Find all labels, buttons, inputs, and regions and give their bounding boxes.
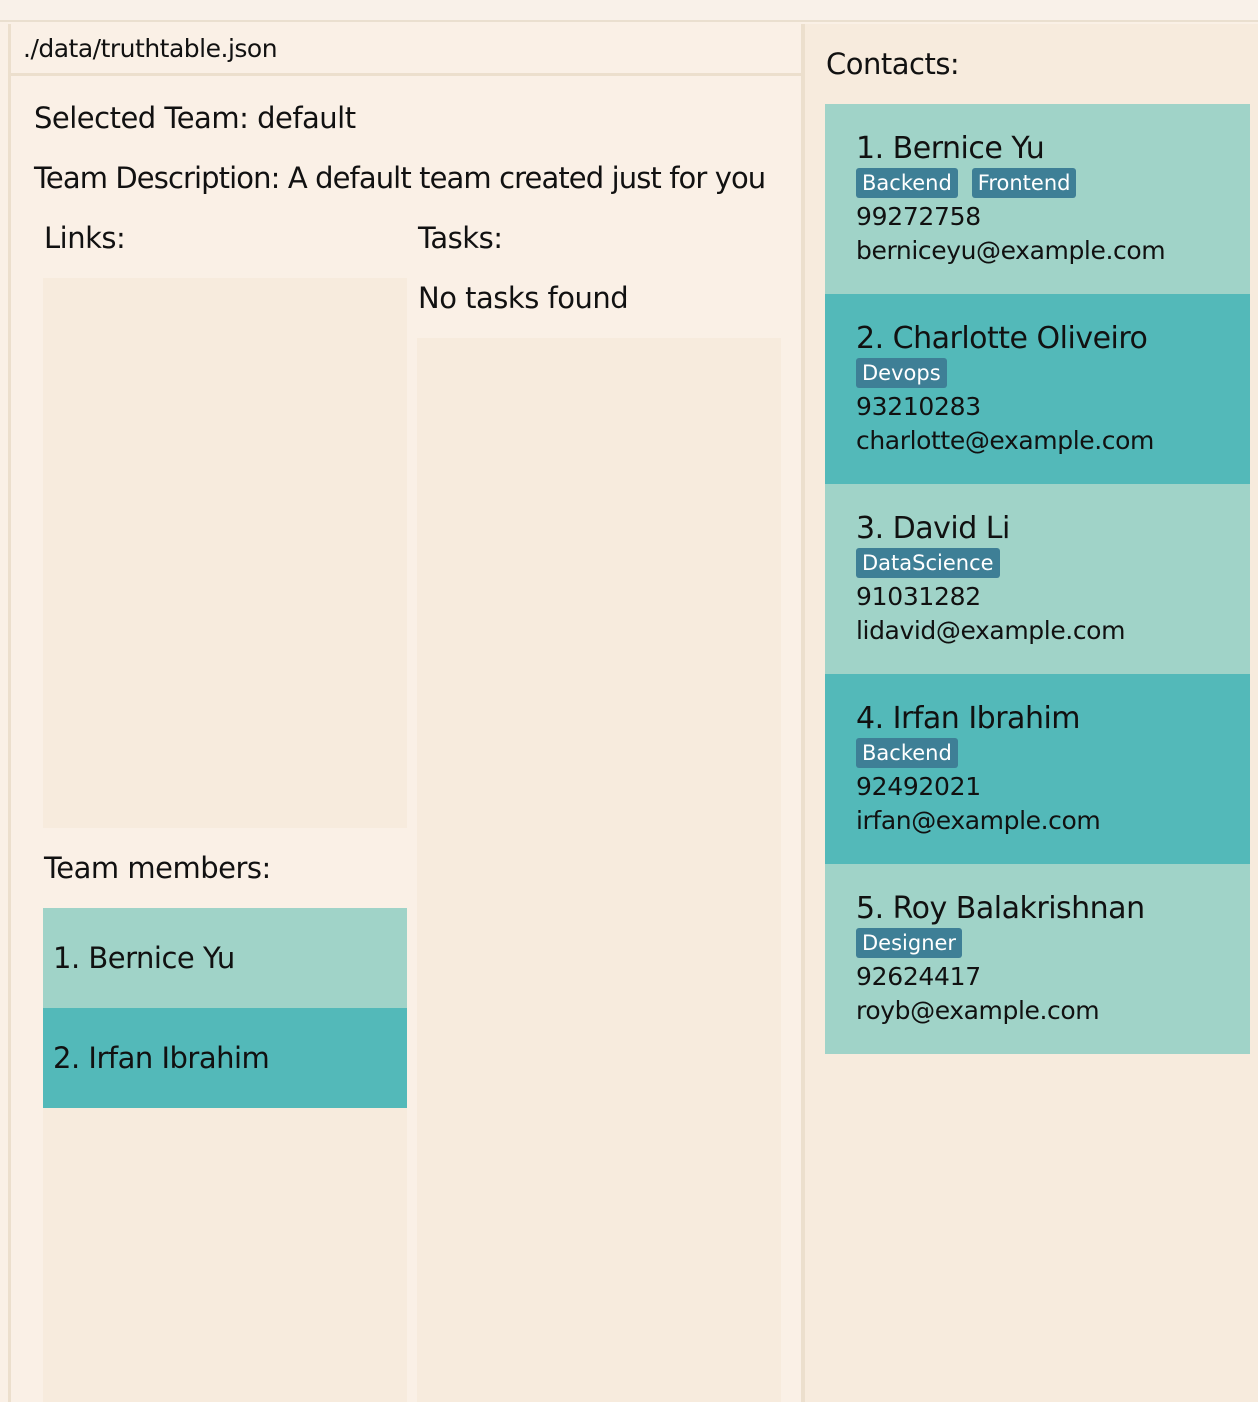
contact-name: 3. David Li [856, 511, 1010, 546]
contact-card[interactable]: 1. Bernice Yu Backend Frontend 99272758 … [825, 104, 1250, 294]
tag-badge: DataScience [856, 548, 1000, 578]
tag-badge: Backend [856, 738, 958, 768]
contact-tags: Backend Frontend [856, 166, 1250, 200]
contact-phone: 99272758 [856, 202, 981, 231]
contact-name: 5. Roy Balakrishnan [856, 891, 1145, 926]
tag-badge: Devops [856, 358, 947, 388]
contacts-heading: Contacts: [826, 47, 960, 81]
contact-phone: 92624417 [856, 962, 981, 991]
team-members-list[interactable]: 1. Bernice Yu 2. Irfan Ibrahim [43, 908, 407, 1402]
team-member-name: 1. Bernice Yu [53, 941, 235, 975]
team-panel: ./data/truthtable.json Selected Team: de… [11, 24, 801, 1402]
contact-card[interactable]: 4. Irfan Ibrahim Backend 92492021 irfan@… [825, 674, 1250, 864]
tag-badge: Designer [856, 928, 963, 958]
contact-tags: DataScience [856, 546, 1250, 580]
team-members-heading: Team members: [44, 851, 271, 885]
links-list[interactable] [43, 278, 407, 828]
contact-tags: Backend [856, 736, 1250, 770]
left-border [8, 24, 11, 1402]
team-member-name: 2. Irfan Ibrahim [53, 1041, 270, 1075]
contact-card[interactable]: 3. David Li DataScience 91031282 lidavid… [825, 484, 1250, 674]
contact-email: berniceyu@example.com [856, 236, 1166, 265]
panel-divider[interactable] [801, 24, 805, 1402]
selected-team-label: Selected Team: default [34, 101, 356, 135]
tag-badge: Backend [856, 168, 958, 198]
team-member-item[interactable]: 1. Bernice Yu [43, 908, 407, 1008]
tag-badge: Frontend [971, 168, 1077, 198]
tasks-list[interactable] [417, 338, 781, 1402]
contact-tags: Devops [856, 356, 1250, 390]
contact-email: charlotte@example.com [856, 426, 1154, 455]
no-tasks-message: No tasks found [418, 281, 629, 315]
links-heading: Links: [44, 221, 126, 255]
contacts-list[interactable]: 1. Bernice Yu Backend Frontend 99272758 … [825, 104, 1250, 1054]
contact-name: 2. Charlotte Oliveiro [856, 321, 1148, 356]
team-member-item[interactable]: 2. Irfan Ibrahim [43, 1008, 407, 1108]
contact-card[interactable]: 2. Charlotte Oliveiro Devops 93210283 ch… [825, 294, 1250, 484]
contacts-panel: Contacts: 1. Bernice Yu Backend Frontend… [805, 24, 1258, 1402]
team-description: Team Description: A default team created… [34, 161, 766, 195]
status-bar: ./data/truthtable.json [11, 24, 801, 76]
contact-email: irfan@example.com [856, 806, 1101, 835]
contact-card[interactable]: 5. Roy Balakrishnan Designer 92624417 ro… [825, 864, 1250, 1054]
contact-tags: Designer [856, 926, 1250, 960]
contact-email: lidavid@example.com [856, 616, 1126, 645]
contact-phone: 93210283 [856, 392, 981, 421]
tasks-heading: Tasks: [418, 221, 503, 255]
contact-name: 4. Irfan Ibrahim [856, 701, 1081, 736]
top-bar [0, 0, 1258, 22]
contact-name: 1. Bernice Yu [856, 131, 1045, 166]
file-path: ./data/truthtable.json [23, 34, 278, 63]
contact-phone: 92492021 [856, 772, 981, 801]
contact-phone: 91031282 [856, 582, 981, 611]
contact-email: royb@example.com [856, 996, 1100, 1025]
